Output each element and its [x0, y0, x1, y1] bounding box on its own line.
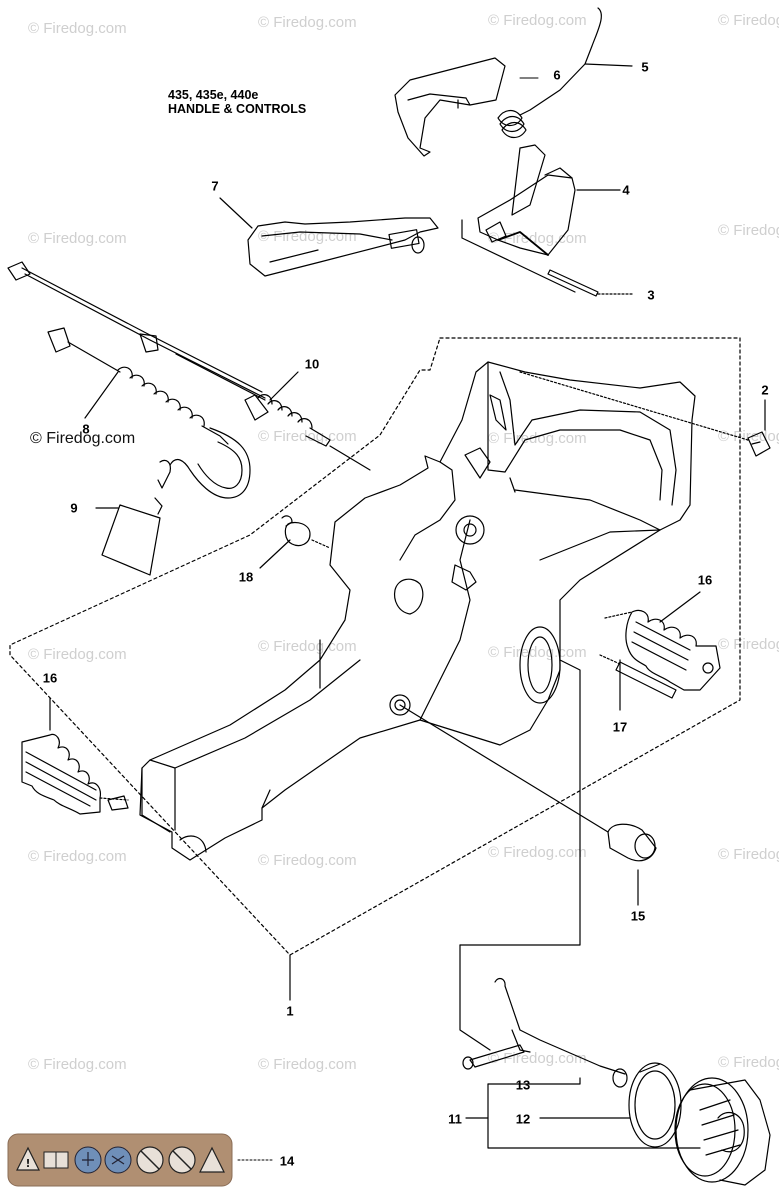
watermark: © Firedog.com	[718, 636, 779, 653]
part-18-bushing	[259, 515, 331, 569]
model-list: 435, 435e, 440e	[168, 88, 259, 102]
callout-15: 15	[630, 908, 646, 924]
callout-9: 9	[70, 500, 78, 516]
part-14-warning-decal: !	[7, 1133, 233, 1187]
watermark: © Firedog.com	[258, 852, 357, 869]
diagram-title: 435, 435e, 440e HANDLE & CONTROLS	[168, 88, 306, 116]
callout-10: 10	[304, 356, 320, 372]
manual-book-icon	[43, 1151, 69, 1169]
part-10-stop-cable	[244, 371, 371, 471]
watermark: © Firedog.com	[488, 12, 587, 29]
watermark: © Firedog.com	[28, 1056, 127, 1073]
part-3-pin	[547, 269, 633, 297]
callout-2: 2	[761, 382, 769, 398]
callout-16-right: 16	[697, 572, 713, 588]
callout-13: 13	[515, 1077, 531, 1093]
callout-3: 3	[647, 287, 655, 303]
warning-triangle-icon	[16, 1146, 40, 1171]
section-title: HANDLE & CONTROLS	[168, 102, 307, 116]
watermark: © Firedog.com	[258, 14, 357, 31]
watermark: © Firedog.com	[718, 1054, 779, 1071]
part-6-throttle-lever	[394, 57, 506, 157]
part-15-plug	[399, 704, 657, 906]
watermark: © Firedog.com	[718, 428, 779, 445]
watermark: © Firedog.com	[488, 844, 587, 861]
watermark: © Firedog.com	[258, 638, 357, 655]
watermark: © Firedog.com	[488, 430, 587, 447]
part-1-rear-handle	[139, 361, 696, 861]
watermark: © Firedog.com	[488, 1050, 587, 1067]
kickback-warning-icon	[199, 1146, 225, 1173]
part-7-trigger	[219, 197, 439, 277]
watermark: © Firedog.com	[28, 230, 127, 247]
part-2-screw	[519, 371, 771, 457]
callout-5: 5	[641, 59, 649, 75]
callout-12: 12	[515, 1111, 531, 1127]
callout-7: 7	[211, 178, 219, 194]
part-17-pin	[599, 654, 677, 711]
watermark: © Firedog.com	[28, 848, 127, 865]
callout-1: 1	[286, 1003, 294, 1019]
assembly-boundary-1	[9, 337, 741, 956]
callout-11: 11	[448, 1111, 462, 1127]
part-5-spring	[497, 7, 633, 139]
watermark: © Firedog.com	[28, 646, 127, 663]
watermark: © Firedog.com	[28, 20, 127, 37]
callout-6: 6	[553, 67, 561, 83]
part-16-buffer-left	[21, 697, 129, 815]
throttle-rod	[7, 261, 266, 401]
svg-text:!: !	[25, 1157, 30, 1170]
callout-17: 17	[612, 719, 628, 735]
part-8-cable	[47, 327, 251, 499]
watermark: © Firedog.com	[258, 1056, 357, 1073]
callout-14: 14	[279, 1153, 295, 1169]
callout-18: 18	[238, 569, 254, 585]
watermark: © Firedog.com	[258, 228, 357, 245]
watermark-dark: © Firedog.com	[30, 430, 136, 447]
callout-16-left: 16	[42, 670, 58, 686]
watermark: © Firedog.com	[718, 12, 779, 29]
part-4-throttle-lockout	[461, 144, 621, 293]
part-16-buffer-right	[604, 591, 721, 691]
callout-4: 4	[622, 182, 630, 198]
callout-8: 8	[82, 421, 90, 437]
part-11-fuel-cap-assembly	[459, 659, 771, 1186]
part-9-decal	[95, 497, 163, 576]
watermark: © Firedog.com	[718, 222, 779, 239]
watermark: © Firedog.com	[718, 846, 779, 863]
watermark: © Firedog.com	[488, 644, 587, 661]
